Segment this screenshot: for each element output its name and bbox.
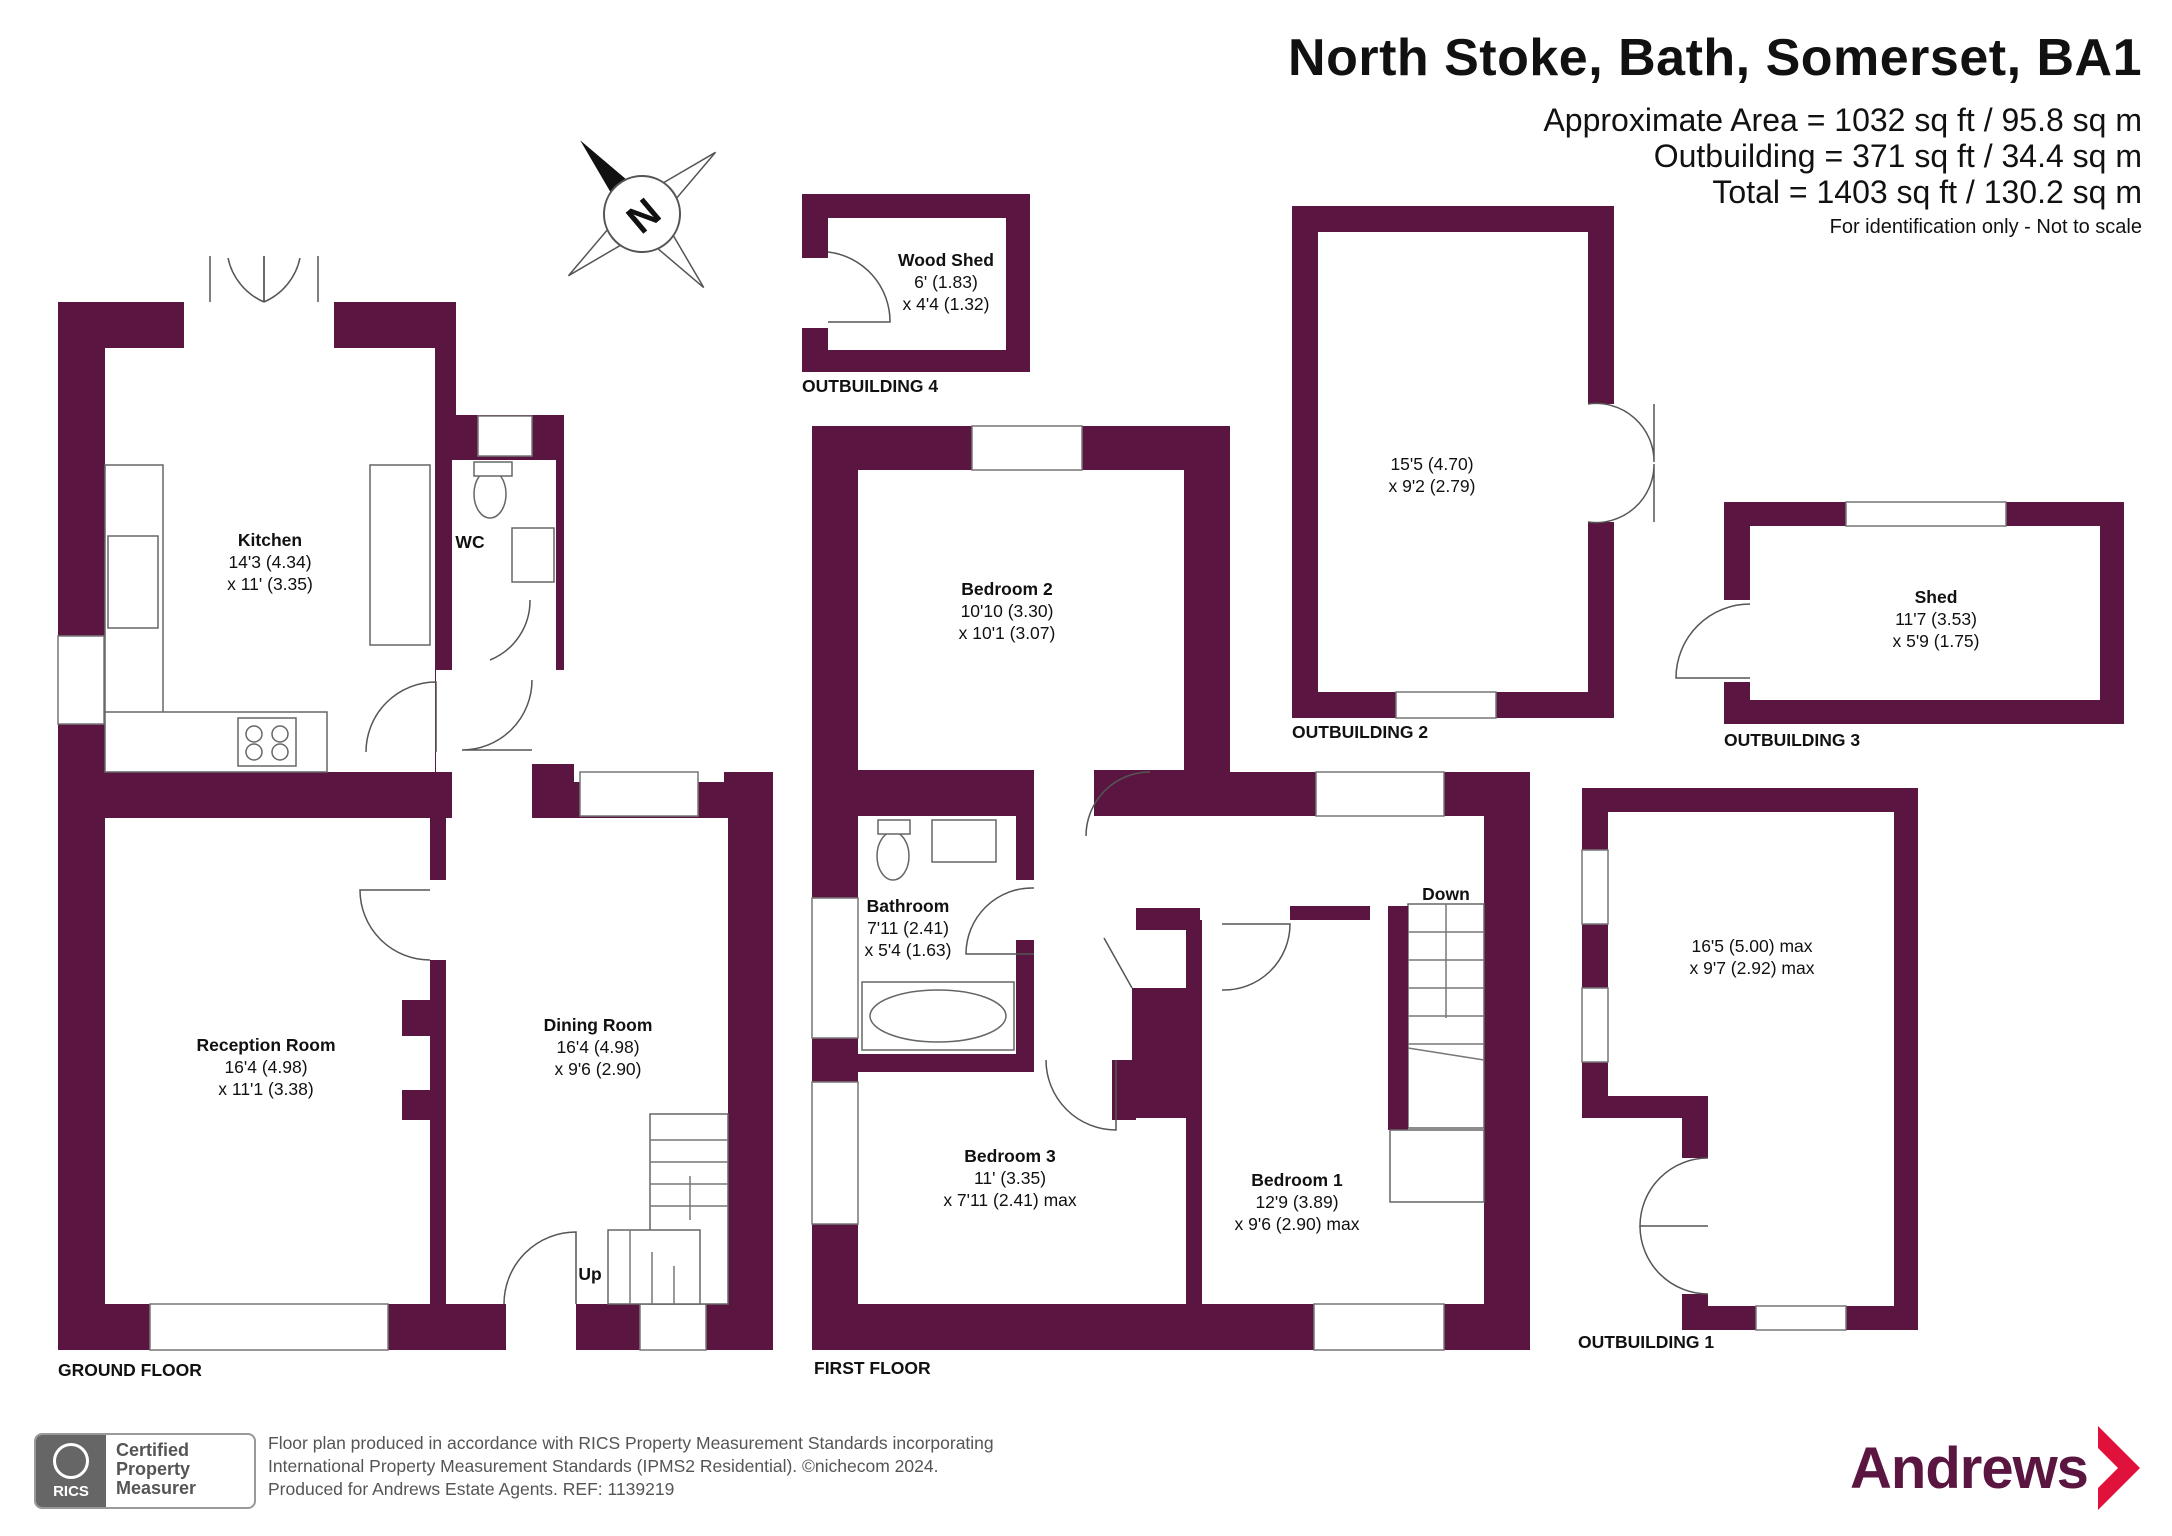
- title-block: North Stoke, Bath, Somerset, BA1 Approxi…: [1288, 28, 2142, 239]
- certified-measurer: Certified Property Measurer: [106, 1435, 206, 1507]
- outbuilding-3: [1675, 501, 2124, 724]
- outbuilding-4-label: OUTBUILDING 4: [802, 376, 938, 396]
- first-floor-label: FIRST FLOOR: [814, 1358, 931, 1378]
- rics-badge: RICS Certified Property Measurer: [34, 1433, 256, 1509]
- bedroom3-dim2: x 7'11 (2.41) max: [943, 1190, 1077, 1210]
- rics-logo-text: RICS: [53, 1482, 89, 1500]
- footer-line-3: Produced for Andrews Estate Agents. REF:…: [268, 1479, 675, 1499]
- andrews-logo: Andrews: [1850, 1426, 2144, 1510]
- bedroom2-dim1: 10'10 (3.30): [961, 601, 1054, 621]
- bedroom2-dim2: x 10'1 (3.07): [959, 623, 1056, 643]
- outbuilding-2-label: OUTBUILDING 2: [1292, 722, 1428, 742]
- brand-chevron-icon: [2097, 1426, 2140, 1510]
- ground-floor-label: GROUND FLOOR: [58, 1360, 202, 1380]
- rics-logo: RICS: [36, 1435, 106, 1507]
- compass-rose: [567, 140, 717, 289]
- total-area: Total = 1403 sq ft / 130.2 sq m: [1712, 174, 2142, 210]
- woodshed-dim2: x 4'4 (1.32): [903, 294, 990, 314]
- bathroom-dim1: 7'11 (2.41): [867, 918, 949, 938]
- outbuilding-area: Outbuilding = 371 sq ft / 34.4 sq m: [1653, 138, 2142, 174]
- outbuilding-2: [1292, 206, 1655, 719]
- reception-dim1: 16'4 (4.98): [224, 1057, 307, 1077]
- outbuilding-3-label: OUTBUILDING 3: [1724, 730, 1860, 750]
- dining-dim1: 16'4 (4.98): [556, 1037, 639, 1057]
- identification-note: For identification only - Not to scale: [1829, 216, 2142, 238]
- woodshed-name: Wood Shed: [898, 250, 994, 270]
- bedroom1-dim1: 12'9 (3.89): [1255, 1192, 1338, 1212]
- cert-line-2: Property: [116, 1459, 191, 1479]
- outbuilding2-dim1: 15'5 (4.70): [1390, 454, 1473, 474]
- cert-line-3: Measurer: [116, 1478, 197, 1498]
- outbuilding1-dim2: x 9'7 (2.92) max: [1690, 958, 1815, 978]
- bathroom-dim2: x 5'4 (1.63): [865, 940, 952, 960]
- footer-disclaimer: Floor plan produced in accordance with R…: [268, 1432, 994, 1501]
- first-floor: [811, 425, 1530, 1351]
- stairs-up-label: Up: [578, 1264, 601, 1284]
- shed-dim2: x 5'9 (1.75): [1893, 631, 1980, 651]
- wc-name: WC: [455, 532, 485, 552]
- outbuilding-4: [800, 194, 1030, 372]
- reception-name: Reception Room: [196, 1035, 335, 1055]
- kitchen-dim1: 14'3 (4.34): [228, 552, 311, 572]
- bathroom-name: Bathroom: [867, 896, 950, 916]
- dining-name: Dining Room: [544, 1015, 653, 1035]
- outbuilding2-dim2: x 9'2 (2.79): [1389, 476, 1476, 496]
- bedroom1-name: Bedroom 1: [1251, 1170, 1343, 1190]
- cert-line-1: Certified: [116, 1440, 190, 1460]
- outbuilding-1: [1581, 788, 1918, 1331]
- bedroom3-dim1: 11' (3.35): [974, 1168, 1046, 1188]
- kitchen-dim2: x 11' (3.35): [227, 574, 313, 594]
- brand-name: Andrews: [1850, 1435, 2089, 1501]
- ground-floor: [57, 256, 773, 1351]
- woodshed-dim1: 6' (1.83): [914, 272, 978, 292]
- approximate-area: Approximate Area = 1032 sq ft / 95.8 sq …: [1543, 102, 2142, 138]
- outbuilding1-dim1: 16'5 (5.00) max: [1691, 936, 1812, 956]
- dining-dim2: x 9'6 (2.90): [555, 1059, 642, 1079]
- stairs-down-label: Down: [1422, 884, 1470, 904]
- reception-dim2: x 11'1 (3.38): [218, 1079, 313, 1099]
- bedroom1-dim2: x 9'6 (2.90) max: [1235, 1214, 1360, 1234]
- footer-line-2: International Property Measurement Stand…: [268, 1456, 939, 1476]
- bedroom3-name: Bedroom 3: [964, 1146, 1056, 1166]
- footer-line-1: Floor plan produced in accordance with R…: [268, 1433, 994, 1453]
- shed-name: Shed: [1915, 587, 1958, 607]
- bedroom2-name: Bedroom 2: [961, 579, 1053, 599]
- shed-dim1: 11'7 (3.53): [1895, 609, 1977, 629]
- kitchen-name: Kitchen: [238, 530, 302, 550]
- rics-globe-icon: [53, 1442, 89, 1479]
- outbuilding-1-label: OUTBUILDING 1: [1578, 1332, 1714, 1352]
- page-title: North Stoke, Bath, Somerset, BA1: [1288, 29, 2142, 87]
